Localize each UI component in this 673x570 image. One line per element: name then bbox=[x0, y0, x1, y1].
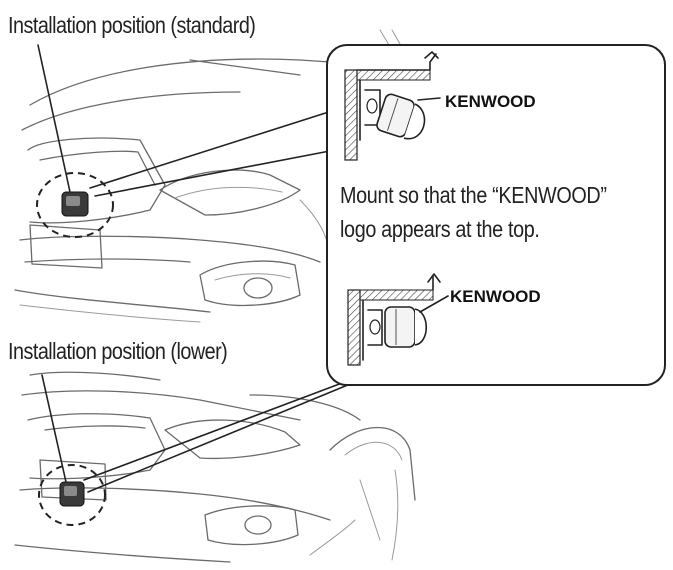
mount-instruction-line-2: logo appears at the top. bbox=[340, 216, 540, 242]
camera-lower bbox=[38, 374, 356, 526]
camera-detail-bottom bbox=[347, 273, 449, 366]
car-front-lower bbox=[14, 371, 416, 563]
camera-detail-top bbox=[344, 51, 441, 161]
kenwood-logo-bottom: KENWOOD bbox=[450, 287, 541, 306]
camera-standard bbox=[36, 44, 336, 238]
label-installation-lower: Installation position (lower) bbox=[8, 338, 228, 364]
kenwood-logo-top: KENWOOD bbox=[445, 92, 536, 111]
mount-instruction: Mount so that the “KENWOOD” logo appears… bbox=[340, 178, 632, 246]
car-front-standard bbox=[14, 29, 409, 323]
label-installation-standard: Installation position (standard) bbox=[8, 12, 256, 38]
mount-instruction-line-1: Mount so that the “KENWOOD” bbox=[340, 182, 607, 208]
